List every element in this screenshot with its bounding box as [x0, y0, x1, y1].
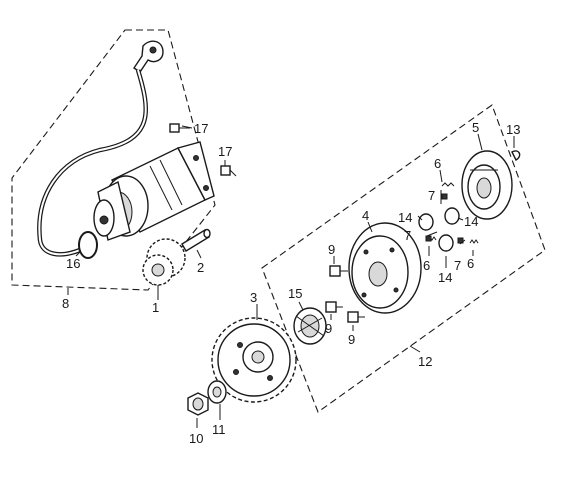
callout-5: 5	[472, 120, 479, 135]
callout-7c: 7	[454, 258, 461, 273]
callout-15: 15	[288, 286, 302, 301]
clutch-bolt-1	[329, 265, 348, 277]
cable-terminal	[133, 40, 164, 73]
callout-13: 13	[506, 122, 520, 137]
callout-6c: 6	[467, 256, 474, 271]
driven-gear	[211, 317, 297, 403]
bolt-lower	[220, 165, 237, 177]
starter-motor	[93, 141, 215, 241]
callout-12: 12	[418, 354, 432, 369]
clutch-bolt-3	[347, 311, 365, 323]
group-boundary-starter	[11, 29, 216, 291]
reduction-gear	[142, 238, 186, 286]
callout-17b: 17	[218, 144, 232, 159]
pin-1	[441, 193, 448, 200]
starter-clutch	[348, 222, 422, 314]
callout-9c: 9	[348, 332, 355, 347]
spring-1	[441, 182, 455, 187]
leader-lines	[67, 125, 515, 428]
callout-14a: 14	[398, 210, 412, 225]
nut	[187, 392, 209, 416]
callout-9a: 9	[328, 242, 335, 257]
shaft	[181, 228, 211, 252]
clip	[511, 150, 521, 161]
callout-9b: 9	[325, 321, 332, 336]
callout-17a: 17	[194, 121, 208, 136]
clutch-outer	[461, 150, 513, 220]
roller-3	[438, 234, 454, 252]
pin-2	[425, 235, 432, 242]
callout-3: 3	[250, 290, 257, 305]
callouts: 1 2 3 4 5 6 6 6 7 7 7 8 9 9 9 10 11 12 1…	[62, 120, 520, 446]
bolt-upper	[169, 123, 190, 133]
roller-1	[418, 213, 434, 231]
callout-7a: 7	[428, 188, 435, 203]
needle-bearing	[293, 307, 327, 345]
callout-8: 8	[62, 296, 69, 311]
callout-4: 4	[362, 208, 369, 223]
callout-6b: 6	[423, 258, 430, 273]
callout-14c: 14	[438, 270, 452, 285]
callout-7b: 7	[404, 228, 411, 243]
clutch-bolt-2	[325, 301, 343, 313]
washer	[207, 380, 227, 404]
callout-14b: 14	[464, 214, 478, 229]
o-ring	[78, 231, 98, 259]
callout-1: 1	[152, 300, 159, 315]
callout-10: 10	[189, 431, 203, 446]
spring-3	[469, 239, 479, 244]
callout-16: 16	[66, 256, 80, 271]
callout-2: 2	[197, 260, 204, 275]
group-boundary-clutch	[261, 104, 546, 413]
roller-2	[444, 207, 460, 225]
callout-6a: 6	[434, 156, 441, 171]
callout-11: 11	[212, 422, 226, 437]
